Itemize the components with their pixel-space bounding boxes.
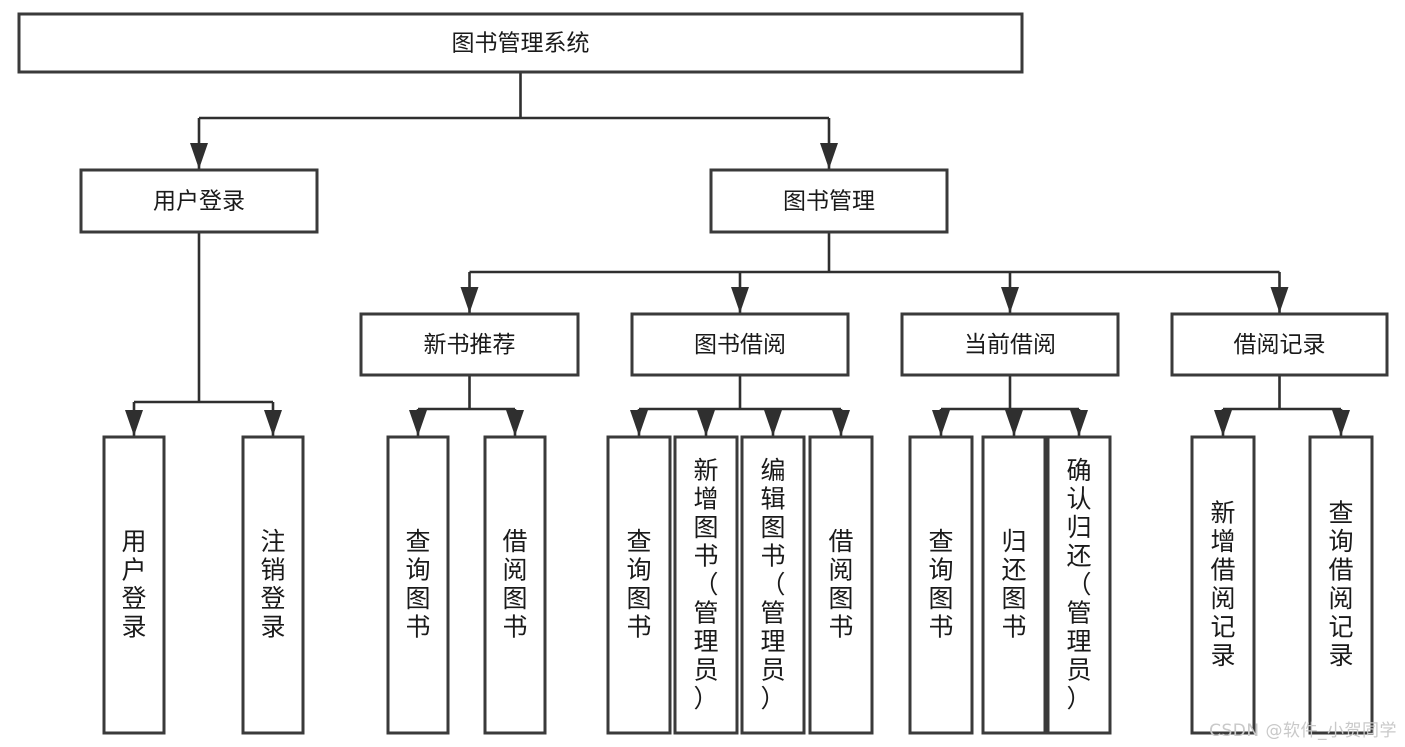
node-leaf-query-book-2[interactable]: 查询图书 (606, 435, 672, 735)
arrowhead-icon (1270, 287, 1289, 313)
node-book-manage-label: 图书管理 (783, 189, 875, 215)
node-leaf-edit-book-box (740, 435, 806, 735)
node-leaf-borrow-book-2[interactable]: 借阅图书 (808, 435, 874, 735)
arrowhead-icon (409, 410, 427, 436)
node-user-login-box (79, 168, 319, 234)
node-new-book-rec-label: 新书推荐 (424, 332, 516, 358)
node-leaf-borrow-book-1[interactable]: 借阅图书 (483, 435, 547, 735)
edge-layer (125, 72, 1350, 436)
node-new-book-rec-box (359, 312, 580, 377)
node-leaf-query-book-2-box (606, 435, 672, 735)
node-leaf-query-book-1-label: 查询图书 (405, 527, 430, 642)
node-leaf-user-logout[interactable]: 注销登录 (241, 435, 305, 735)
arrowhead-icon (731, 287, 749, 313)
arrowhead-icon (697, 410, 715, 436)
arrowhead-icon (820, 143, 838, 169)
node-leaf-confirm-return[interactable]: 确认归还（管理员） (1046, 435, 1112, 735)
node-leaf-add-book-box (673, 435, 739, 735)
arrowhead-icon (264, 410, 282, 436)
arrowhead-icon (1005, 410, 1023, 436)
node-current-borrow-label: 当前借阅 (964, 332, 1056, 358)
node-leaf-query-record-box (1308, 435, 1374, 735)
arrowhead-icon (764, 410, 782, 436)
node-leaf-user-login[interactable]: 用户登录 (102, 435, 166, 735)
node-user-login[interactable]: 用户登录 (79, 168, 319, 234)
arrowhead-icon (932, 410, 950, 436)
node-borrow-record-box (1170, 312, 1389, 377)
arrowhead-icon (460, 287, 479, 313)
node-leaf-user-login-box (102, 435, 166, 735)
node-leaf-query-record[interactable]: 查询借阅记录 (1308, 435, 1374, 735)
node-leaf-return-book-label: 归还图书 (1001, 527, 1026, 642)
node-leaf-borrow-book-1-label: 借阅图书 (502, 527, 527, 642)
node-root-label: 图书管理系统 (452, 31, 590, 57)
node-borrow-record-label: 借阅记录 (1234, 332, 1326, 358)
node-book-borrow[interactable]: 图书借阅 (630, 312, 850, 377)
node-leaf-add-book[interactable]: 新增图书（管理员） (673, 435, 739, 735)
arrowhead-icon (1001, 287, 1019, 313)
node-leaf-user-login-label: 用户登录 (121, 527, 146, 642)
node-book-borrow-label: 图书借阅 (694, 332, 786, 358)
node-book-manage[interactable]: 图书管理 (709, 168, 949, 234)
node-leaf-query-book-1-box (386, 435, 450, 735)
node-leaf-edit-book[interactable]: 编辑图书（管理员） (740, 435, 806, 735)
node-leaf-add-record[interactable]: 新增借阅记录 (1190, 435, 1256, 735)
arrowhead-icon (1070, 410, 1088, 436)
arrowhead-icon (1332, 410, 1350, 436)
node-leaf-query-book-3-box (908, 435, 974, 735)
node-leaf-add-book-label: 新增图书（管理员） (693, 456, 718, 713)
node-leaf-borrow-book-1-box (483, 435, 547, 735)
node-leaf-borrow-book-2-label: 借阅图书 (828, 527, 853, 642)
node-leaf-query-book-3[interactable]: 查询图书 (908, 435, 974, 735)
node-root-box (17, 12, 1024, 74)
node-layer: 图书管理系统用户登录图书管理新书推荐图书借阅当前借阅借阅记录用户登录注销登录查询… (17, 12, 1389, 735)
node-leaf-query-record-label: 查询借阅记录 (1328, 499, 1353, 671)
node-book-borrow-box (630, 312, 850, 377)
node-current-borrow-box (900, 312, 1120, 377)
arrowhead-icon (630, 410, 648, 436)
node-leaf-add-record-box (1190, 435, 1256, 735)
node-book-manage-box (709, 168, 949, 234)
arrowhead-icon (190, 143, 208, 169)
node-user-login-label: 用户登录 (153, 189, 245, 215)
node-current-borrow[interactable]: 当前借阅 (900, 312, 1120, 377)
node-leaf-user-logout-label: 注销登录 (260, 527, 285, 642)
node-borrow-record[interactable]: 借阅记录 (1170, 312, 1389, 377)
node-leaf-add-record-label: 新增借阅记录 (1210, 499, 1235, 671)
node-leaf-confirm-return-box (1046, 435, 1112, 735)
arrowhead-icon (125, 410, 143, 436)
node-leaf-query-book-1[interactable]: 查询图书 (386, 435, 450, 735)
node-leaf-borrow-book-2-box (808, 435, 874, 735)
node-leaf-query-book-3-label: 查询图书 (928, 527, 953, 642)
node-leaf-edit-book-label: 编辑图书（管理员） (760, 456, 785, 713)
node-leaf-return-book[interactable]: 归还图书 (981, 435, 1047, 735)
csdn-watermark: CSDN @软件_小贺同学 (1209, 721, 1397, 741)
node-leaf-user-logout-box (241, 435, 305, 735)
node-root[interactable]: 图书管理系统 (17, 12, 1024, 74)
node-leaf-return-book-box (981, 435, 1047, 735)
node-new-book-rec[interactable]: 新书推荐 (359, 312, 580, 377)
arrowhead-icon (1214, 410, 1232, 436)
node-leaf-query-book-2-label: 查询图书 (626, 527, 651, 642)
arrowhead-icon (832, 410, 850, 436)
arrowhead-icon (506, 410, 524, 436)
node-leaf-confirm-return-label: 确认归还（管理员） (1066, 456, 1091, 713)
